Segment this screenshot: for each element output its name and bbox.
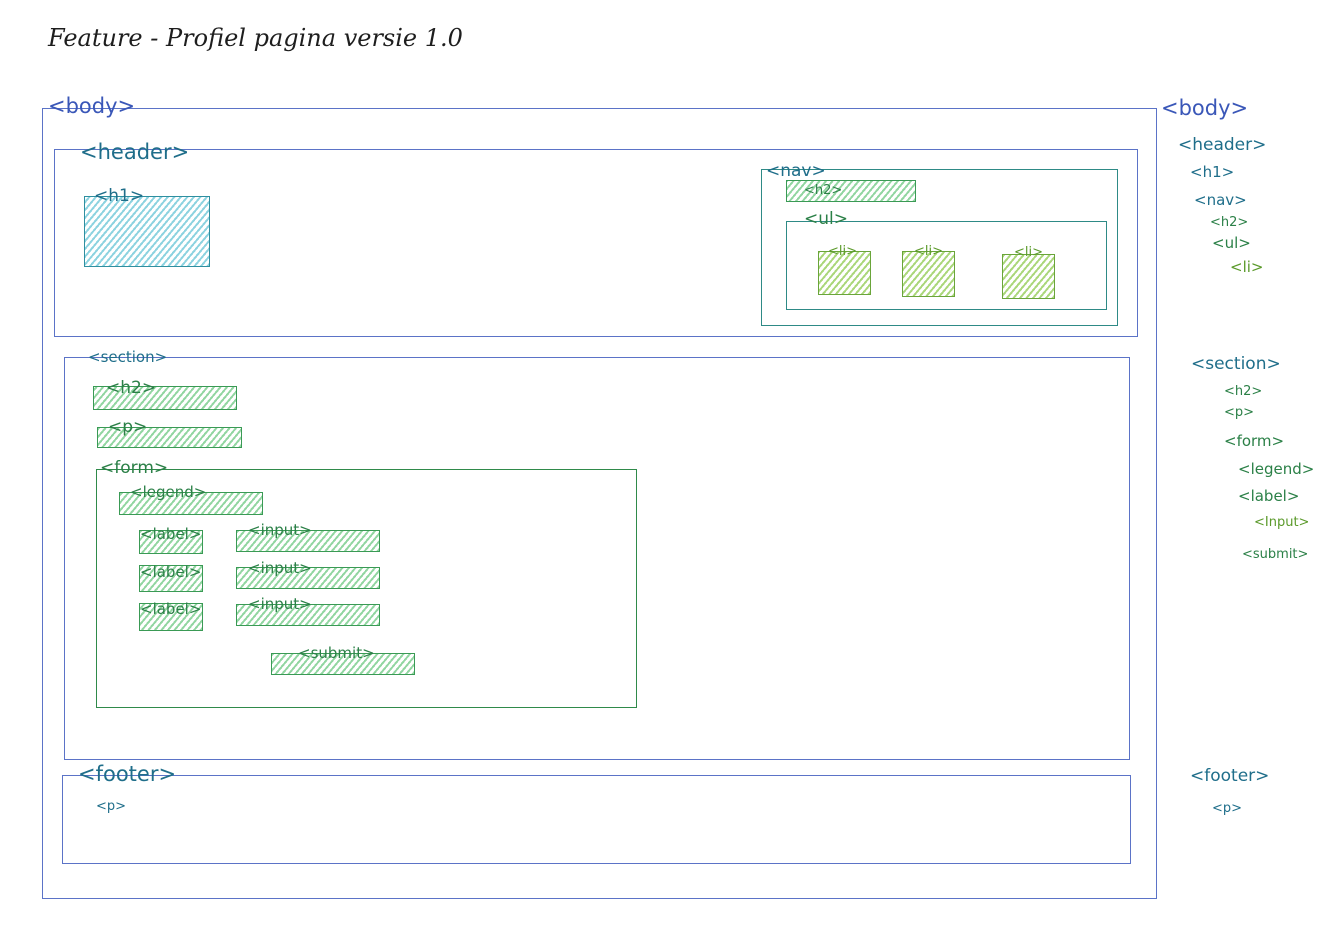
li-tag-label-1: <li> [828,244,858,259]
section-h2-tag-label: <h2> [106,378,157,398]
nav-box [761,169,1118,326]
input-block-2 [236,567,380,589]
h1-block [84,196,210,267]
label-tag-label-3: <label> [140,600,202,618]
outline-label: <label> [1238,487,1300,505]
label-tag-label-1: <label> [140,525,202,543]
label-block-3 [139,603,203,631]
header-box [54,149,1138,337]
outline-body: <body> [1161,96,1249,120]
outline-header: <header> [1178,135,1267,155]
body-tag-label: <body> [48,94,136,118]
label-block-2 [139,565,203,592]
section-tag-label: <section> [88,348,168,366]
outline-nav: <nav> [1194,191,1247,209]
ul-box [786,221,1107,310]
form-tag-label: <form> [100,458,169,478]
footer-p-tag-label: <p> [96,799,127,814]
li-block-2 [902,251,955,297]
section-box [64,357,1130,760]
header-tag-label: <header> [80,140,190,164]
outline-submit: <submit> [1242,547,1309,562]
outline-form: <form> [1224,432,1285,450]
label-block-1 [139,530,203,554]
outline-nav-h2: <h2> [1210,215,1249,230]
li-tag-label-3: <li> [1014,245,1044,260]
input-block-1 [236,530,380,552]
nav-h2-tag-label: <h2> [804,183,843,198]
li-block-1 [818,251,871,295]
section-h2-block [93,386,237,410]
body-box [42,108,1157,899]
footer-tag-label: <footer> [78,762,177,786]
outline-p: <p> [1224,405,1255,420]
submit-tag-label: <submit> [298,644,375,662]
input-tag-label-1: <input> [248,521,312,539]
h1-tag-label: <h1> [94,186,145,206]
form-box [96,469,637,708]
outline-li: <li> [1230,258,1264,276]
submit-block [271,653,415,675]
li-block-3 [1002,254,1055,299]
outline-section-h2: <h2> [1224,384,1263,399]
outline-legend: <legend> [1238,460,1315,478]
section-p-block [97,427,242,448]
nav-h2-block [786,180,916,202]
li-tag-label-2: <li> [914,244,944,259]
outline-footer: <footer> [1190,766,1270,786]
input-tag-label-3: <input> [248,595,312,613]
page-title: Feature - Profiel pagina versie 1.0 [48,24,463,52]
footer-box [62,775,1131,864]
outline-ul: <ul> [1212,234,1251,252]
legend-tag-label: <legend> [130,483,207,501]
label-tag-label-2: <label> [140,563,202,581]
outline-section: <section> [1191,354,1281,374]
section-p-tag-label: <p> [108,417,148,437]
legend-block [119,492,263,515]
ul-tag-label: <ul> [804,209,848,229]
outline-footer-p: <p> [1212,801,1243,816]
outline-h1: <h1> [1190,163,1235,181]
outline-input: <Input> [1254,515,1310,530]
input-block-3 [236,604,380,626]
nav-tag-label: <nav> [766,161,826,181]
input-tag-label-2: <input> [248,559,312,577]
